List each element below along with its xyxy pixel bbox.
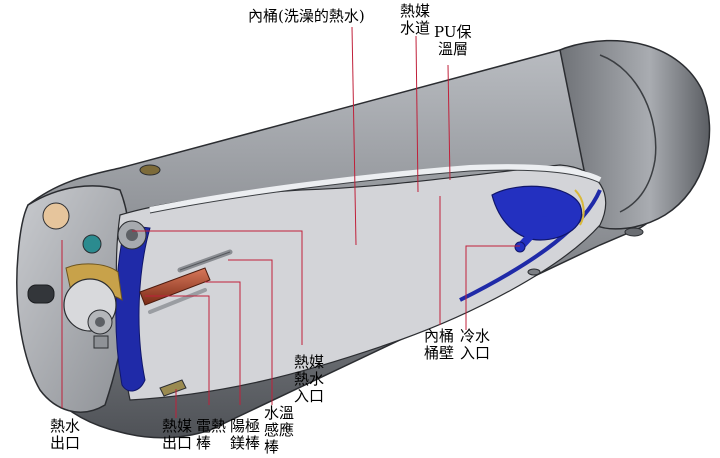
- label-hot-outlet-line2: 出口: [50, 434, 81, 452]
- label-inner-tank-wall-line1: 內桶: [424, 327, 455, 345]
- label-anode-line1: 陽極: [230, 417, 261, 435]
- label-pu-insulation-line1: PU保: [434, 23, 472, 41]
- left-handle: [27, 284, 55, 304]
- rear-dome: [491, 185, 583, 241]
- label-electric-heater-line2: 棒: [196, 434, 212, 452]
- top-fitting: [139, 164, 161, 176]
- label-water-temp-sensor-line1: 水溫: [264, 404, 295, 422]
- pu-insulation-layer: [149, 164, 602, 213]
- cold-water-inlet-pipe: [518, 216, 549, 249]
- label-heat-medium-channel-line1-h: 熱媒: [400, 2, 431, 20]
- label-heat-medium-hot-inlet-line2: 熱水: [294, 370, 325, 388]
- cutaway-interior: [115, 164, 607, 401]
- label-pu-insulation-line2: 溫層: [438, 40, 469, 58]
- label-cold-inlet-line2: 入口: [460, 344, 491, 362]
- leader-lines: [61, 26, 520, 418]
- label-water-temp-sensor-line2: 感應: [264, 421, 295, 439]
- label-hot-outlet-line1: 熱水: [50, 417, 81, 435]
- label-heat-medium-outlet-line1: 熱媒: [162, 417, 193, 435]
- label-heat-medium-hot-inlet-line1: 熱媒: [294, 353, 325, 371]
- label-electric-heater-line1: 電熱: [196, 417, 227, 435]
- hot-water-outlet-port: [82, 234, 102, 254]
- heat-medium-outlet-fitting: [159, 379, 187, 397]
- brass-port: [42, 202, 70, 230]
- label-cold-inlet-line1: 冷水: [460, 327, 491, 345]
- anode-rod: [148, 288, 207, 314]
- label-heat-medium-channel-line2-h: 水道: [400, 19, 431, 37]
- label-inner-tank: 內桶(洗澡的熱水): [248, 7, 365, 25]
- label-inner-tank-wall-line2: 桶壁: [424, 344, 455, 362]
- label-heat-medium-outlet-line2: 出口: [162, 434, 193, 452]
- label-anode-line2: 鎂棒: [230, 434, 261, 452]
- label-heat-medium-hot-inlet-line3: 入口: [294, 387, 325, 405]
- label-water-temp-sensor-line3: 棒: [264, 438, 280, 456]
